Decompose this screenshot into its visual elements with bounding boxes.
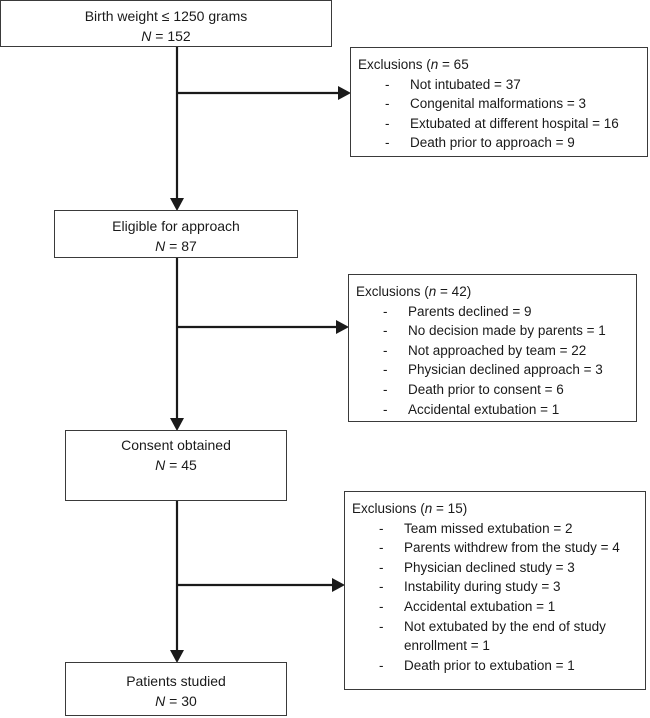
arrowhead-stage4: [170, 650, 184, 663]
exclusion-item: -No decision made by parents = 1: [383, 323, 606, 339]
exclusion-item: -Parents withdrew from the study = 4: [379, 540, 620, 556]
stage-label: Birth weight ≤ 1250 grams: [84, 8, 248, 24]
arrowhead-exclusion3: [332, 578, 345, 592]
stage-box-consent: Consent obtained N = 45: [65, 430, 287, 501]
exclusion-item: -Physician declined study = 3: [379, 559, 575, 575]
exclusion-item: -Accidental extubation = 1: [379, 598, 556, 614]
stage-count: N = 87: [155, 238, 197, 254]
exclusion-item: -Congenital malformations = 3: [385, 96, 586, 112]
exclusion-item: -Instability during study = 3: [379, 579, 561, 595]
exclusion-list: -Parents declined = 9 -No decision made …: [356, 302, 636, 420]
stage-box-patients-studied: Patients studied N = 30: [65, 662, 287, 716]
exclusion-item: -Physician declined approach = 3: [383, 362, 603, 378]
exclusion-box-2: Exclusions (n = 42) -Parents declined = …: [348, 274, 637, 422]
stage-count: N = 30: [155, 693, 197, 709]
exclusion-list: -Not intubated = 37 -Congenital malforma…: [358, 75, 647, 153]
exclusion-heading: Exclusions (n = 65: [358, 57, 469, 72]
stage-box-birth-weight: Birth weight ≤ 1250 grams N = 152: [0, 0, 332, 47]
exclusion-item: -Death prior to approach = 9: [385, 135, 575, 151]
exclusion-heading: Exclusions (n = 42): [356, 284, 472, 299]
exclusion-item: -Accidental extubation = 1: [383, 401, 560, 417]
stage-label: Eligible for approach: [112, 218, 240, 234]
arrowhead-exclusion1: [338, 86, 351, 100]
exclusion-list: -Team missed extubation = 2 -Parents wit…: [352, 519, 645, 676]
arrowhead-exclusion2: [336, 320, 349, 334]
stage-label: Consent obtained: [121, 437, 231, 453]
stage-count: N = 45: [155, 457, 197, 473]
arrowhead-stage2: [170, 198, 184, 211]
stage-box-eligible: Eligible for approach N = 87: [54, 210, 298, 258]
stage-count: N = 152: [141, 28, 191, 44]
exclusion-item: -Death prior to extubation = 1: [379, 657, 575, 673]
exclusion-item: -Extubated at different hospital = 16: [385, 115, 619, 131]
exclusion-item: -Team missed extubation = 2: [379, 520, 573, 536]
exclusion-item: -Not approached by team = 22: [383, 342, 587, 358]
exclusion-box-3: Exclusions (n = 15) -Team missed extubat…: [344, 491, 646, 690]
exclusion-box-1: Exclusions (n = 65 -Not intubated = 37 -…: [350, 47, 648, 157]
exclusion-item: -Not intubated = 37: [385, 76, 521, 92]
exclusion-item: -Death prior to consent = 6: [383, 381, 564, 397]
arrowhead-stage3: [170, 418, 184, 431]
exclusion-item: -Parents declined = 9: [383, 303, 532, 319]
exclusion-heading: Exclusions (n = 15): [352, 501, 468, 516]
stage-label: Patients studied: [126, 673, 226, 689]
